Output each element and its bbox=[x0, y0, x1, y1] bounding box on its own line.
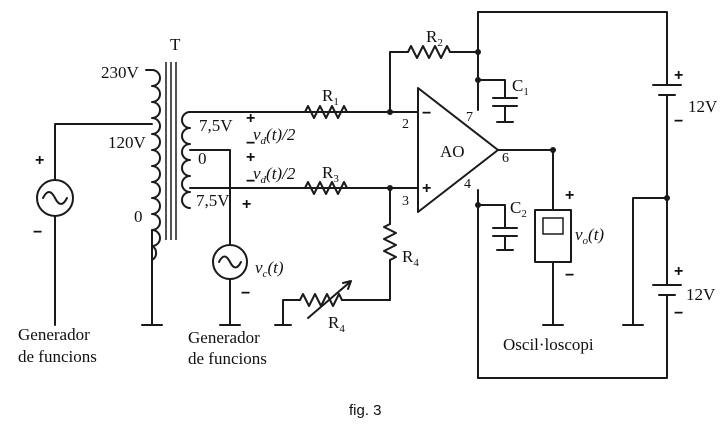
transformer-tap-230: 230V bbox=[101, 63, 140, 82]
pin-2: 2 bbox=[402, 117, 409, 132]
op-amp-label: AO bbox=[440, 142, 465, 161]
transformer-primary-coil bbox=[145, 69, 161, 261]
transformer: T 230V 120V 0 7,5V 0 7,5V + − vd(t)/2 + … bbox=[101, 35, 391, 326]
potentiometer-r4: R4 bbox=[274, 280, 391, 335]
resistor-r4: R4 bbox=[383, 187, 419, 301]
capacitor-c2: C2 bbox=[475, 198, 527, 251]
pin-7: 7 bbox=[466, 110, 473, 125]
transformer-tap-120: 120V bbox=[108, 133, 147, 152]
generator-left-plus: + bbox=[35, 152, 44, 169]
vd-top-plus: + bbox=[246, 110, 255, 127]
supply-top-label: 12V bbox=[688, 97, 718, 116]
pin-3: 3 bbox=[402, 194, 409, 209]
op-amp-inverting: − bbox=[422, 105, 431, 122]
resistor-r3: R3 bbox=[304, 163, 348, 195]
svg-text:C1: C1 bbox=[512, 76, 529, 98]
vo-label: vo(t) bbox=[575, 225, 604, 247]
power-supplies: + − 12V + − 12V bbox=[475, 11, 718, 379]
oscilloscope: + − vo(t) Oscil·loscopi bbox=[503, 149, 604, 354]
figure-caption: fig. 3 bbox=[349, 402, 382, 419]
supply-bottom-minus: − bbox=[674, 305, 683, 322]
generator-left-label-1: Generador bbox=[18, 325, 90, 344]
svg-text:R3: R3 bbox=[322, 163, 339, 185]
scope-minus: − bbox=[565, 267, 574, 284]
secondary-tap-top: 7,5V bbox=[199, 116, 233, 135]
generator-right-label-1: Generador bbox=[188, 328, 260, 347]
function-generator-right: + − vc(t) Generador de funcions bbox=[188, 187, 284, 368]
svg-text:R2: R2 bbox=[426, 27, 443, 49]
svg-text:R4: R4 bbox=[328, 313, 345, 335]
capacitor-c1: C1 bbox=[475, 76, 529, 123]
svg-text:C2: C2 bbox=[510, 198, 527, 220]
oscilloscope-name: Oscil·loscopi bbox=[503, 335, 594, 354]
generator-right-plus: + bbox=[242, 196, 251, 213]
resistor-r1: R1 bbox=[304, 86, 348, 119]
op-amp-noninverting: + bbox=[422, 180, 431, 197]
resistor-r2: R2 bbox=[389, 27, 479, 113]
vd-top-minus: − bbox=[246, 135, 255, 152]
vd-bottom-minus: − bbox=[246, 173, 255, 190]
secondary-tap-mid: 0 bbox=[198, 149, 207, 168]
svg-text:R4: R4 bbox=[402, 247, 419, 269]
supply-bottom-label: 12V bbox=[686, 285, 716, 304]
secondary-tap-bottom: 7,5V bbox=[196, 191, 230, 210]
vd-top-label: vd(t)/2 bbox=[253, 125, 296, 147]
pin-4: 4 bbox=[464, 177, 471, 192]
generator-right-label-2: de funcions bbox=[188, 349, 267, 368]
pin-6: 6 bbox=[502, 151, 509, 166]
vd-bottom-label: vd(t)/2 bbox=[253, 164, 296, 186]
generator-left-minus: − bbox=[33, 224, 42, 241]
function-generator-left: + − Generador de funcions bbox=[18, 123, 153, 366]
op-amp: AO − + 2 3 4 6 7 bbox=[402, 87, 509, 213]
vd-bottom-plus: + bbox=[246, 149, 255, 166]
transformer-tap-0: 0 bbox=[134, 207, 143, 226]
svg-text:R1: R1 bbox=[322, 86, 339, 108]
transformer-name: T bbox=[170, 35, 181, 54]
supply-top-plus: + bbox=[674, 67, 683, 84]
generator-right-minus: − bbox=[241, 285, 250, 302]
supply-bottom-plus: + bbox=[674, 263, 683, 280]
supply-top-minus: − bbox=[674, 113, 683, 130]
generator-left-label-2: de funcions bbox=[18, 347, 97, 366]
transformer-secondary-coil bbox=[181, 111, 191, 209]
vc-label: vc(t) bbox=[255, 258, 284, 280]
scope-plus: + bbox=[565, 187, 574, 204]
